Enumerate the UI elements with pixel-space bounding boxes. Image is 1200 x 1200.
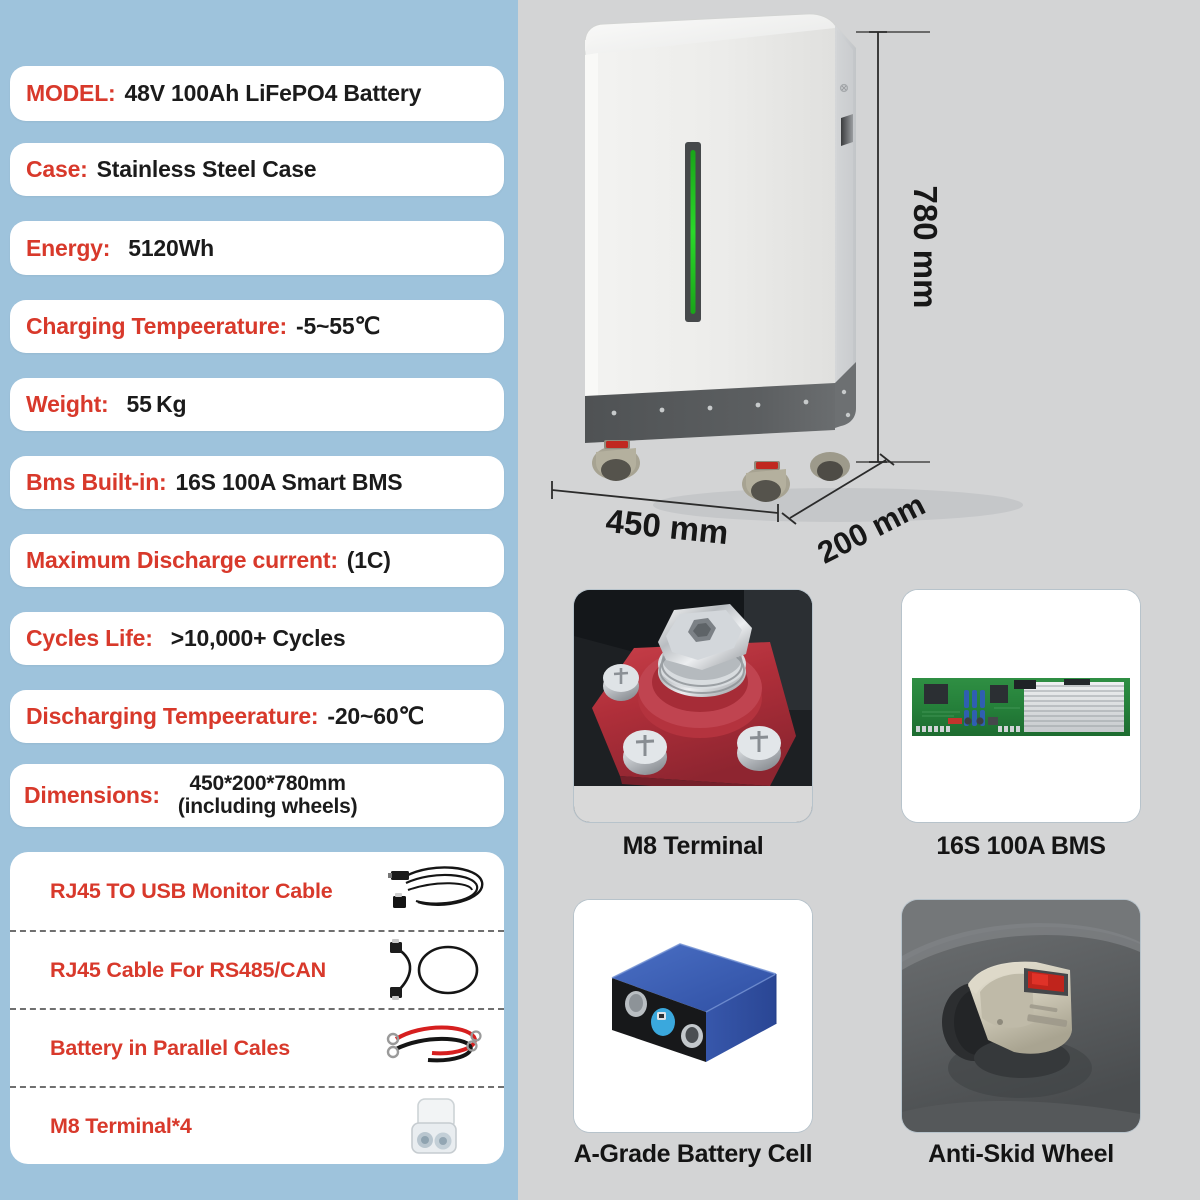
spec-key: MODEL: — [26, 80, 116, 106]
usb-monitor-cable-icon — [382, 858, 490, 924]
detail-card-battery-cell — [574, 900, 812, 1132]
detail-card-bms — [902, 590, 1140, 822]
list-item: Battery in Parallel Cales — [10, 1008, 504, 1086]
spec-row-charging-temperature: Charging Tempeerature: -5~55℃ — [10, 300, 504, 353]
spec-row-bms: Bms Built-in: 16S 100A Smart BMS — [10, 456, 504, 509]
specifications-panel: MODEL: 48V 100Ah LiFePO4 Battery Case: S… — [0, 0, 518, 1200]
m8-terminal-photo — [574, 590, 812, 822]
spec-key: Dimensions: — [24, 782, 160, 808]
detail-caption-bms: 16S 100A BMS — [936, 832, 1106, 860]
product-images-panel: 780 mm 450 mm 200 mm — [518, 0, 1200, 1200]
m8-terminal-kit-icon — [382, 1093, 490, 1159]
spec-value: 16S 100A Smart BMS — [175, 469, 403, 495]
spec-row-model: MODEL: 48V 100Ah LiFePO4 Battery — [10, 66, 504, 121]
accessory-label: RJ45 TO USB Monitor Cable — [50, 878, 333, 903]
spec-row-discharging-temperature: Discharging Tempeerature: -20~60℃ — [10, 690, 504, 743]
accessory-label: RJ45 Cable For RS485/CAN — [50, 957, 326, 982]
caster-wheel-photo — [902, 900, 1140, 1132]
spec-value: (1C) — [346, 547, 391, 573]
spec-key: Charging Tempeerature: — [26, 313, 287, 339]
accessory-label: M8 Terminal*4 — [50, 1113, 192, 1138]
spec-key: Maximum Discharge current: — [26, 547, 338, 573]
spec-key: Discharging Tempeerature: — [26, 703, 319, 729]
list-item: RJ45 TO USB Monitor Cable — [10, 852, 504, 930]
spec-row-cycles-life: Cycles Life: >10,000+ Cycles — [10, 612, 504, 665]
battery-cabinet-illustration: 780 mm 450 mm 200 mm — [538, 0, 1200, 580]
spec-row-weight: Weight: 55 Kg — [10, 378, 504, 431]
list-item: RJ45 Cable For RS485/CAN — [10, 930, 504, 1008]
detail-caption-m8-terminal: M8 Terminal — [622, 832, 764, 860]
detail-card-m8-terminal — [574, 590, 812, 822]
spec-value: 55 Kg — [126, 391, 187, 417]
spec-value: 5120Wh — [128, 234, 214, 261]
bms-board-photo — [902, 590, 1140, 822]
spec-value: -20~60℃ — [327, 703, 425, 729]
detail-caption-wheel: Anti-Skid Wheel — [928, 1140, 1114, 1168]
detail-caption-battery-cell: A-Grade Battery Cell — [573, 1140, 813, 1168]
parallel-cables-icon — [382, 1015, 490, 1081]
rj45-cable-icon — [382, 937, 490, 1003]
spec-row-dimensions: Dimensions: 450*200*780mm(including whee… — [10, 764, 504, 827]
spec-value: 450*200*780mm(including wheels) — [177, 771, 358, 818]
spec-row-energy: Energy: 5120Wh — [10, 221, 504, 275]
spec-key: Weight: — [26, 391, 109, 417]
spec-row-max-discharge-current: Maximum Discharge current: (1C) — [10, 534, 504, 587]
detail-card-wheel — [902, 900, 1140, 1132]
list-item: M8 Terminal*4 — [10, 1086, 504, 1164]
spec-row-case: Case: Stainless Steel Case — [10, 143, 504, 196]
spec-value: -5~55℃ — [296, 313, 381, 339]
dimension-height-label: 780 mm — [907, 186, 944, 309]
spec-key: Cycles Life: — [26, 625, 153, 651]
spec-key: Case: — [26, 156, 88, 182]
spec-value: 48V 100Ah LiFePO4 Battery — [124, 80, 422, 106]
accessory-label: Battery in Parallel Cales — [50, 1035, 290, 1060]
accessories-list: RJ45 TO USB Monitor Cable RJ45 Cable For… — [10, 852, 504, 1164]
spec-value: >10,000+ Cycles — [170, 625, 346, 651]
spec-key: Bms Built-in: — [26, 469, 167, 495]
spec-value: Stainless Steel Case — [96, 156, 317, 182]
spec-key: Energy: — [26, 234, 111, 261]
prismatic-cell-photo — [574, 900, 812, 1132]
